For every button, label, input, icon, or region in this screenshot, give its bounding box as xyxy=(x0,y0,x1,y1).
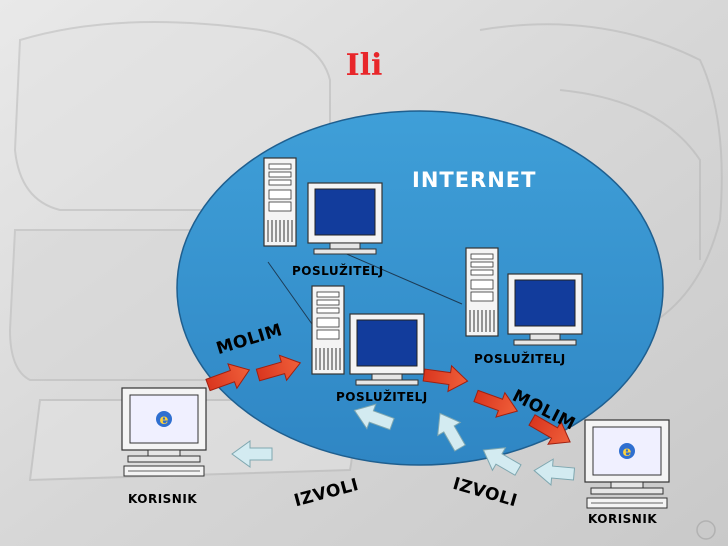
internet-label: INTERNET xyxy=(412,168,537,192)
slide-title: Ili xyxy=(345,48,383,83)
server-label: POSLUŽITELJ xyxy=(474,352,566,366)
server-label: POSLUŽITELJ xyxy=(292,264,384,278)
server-label: POSLUŽITELJ xyxy=(336,390,428,404)
client-label: KORISNIK xyxy=(128,492,198,506)
client-label: KORISNIK xyxy=(588,512,658,526)
